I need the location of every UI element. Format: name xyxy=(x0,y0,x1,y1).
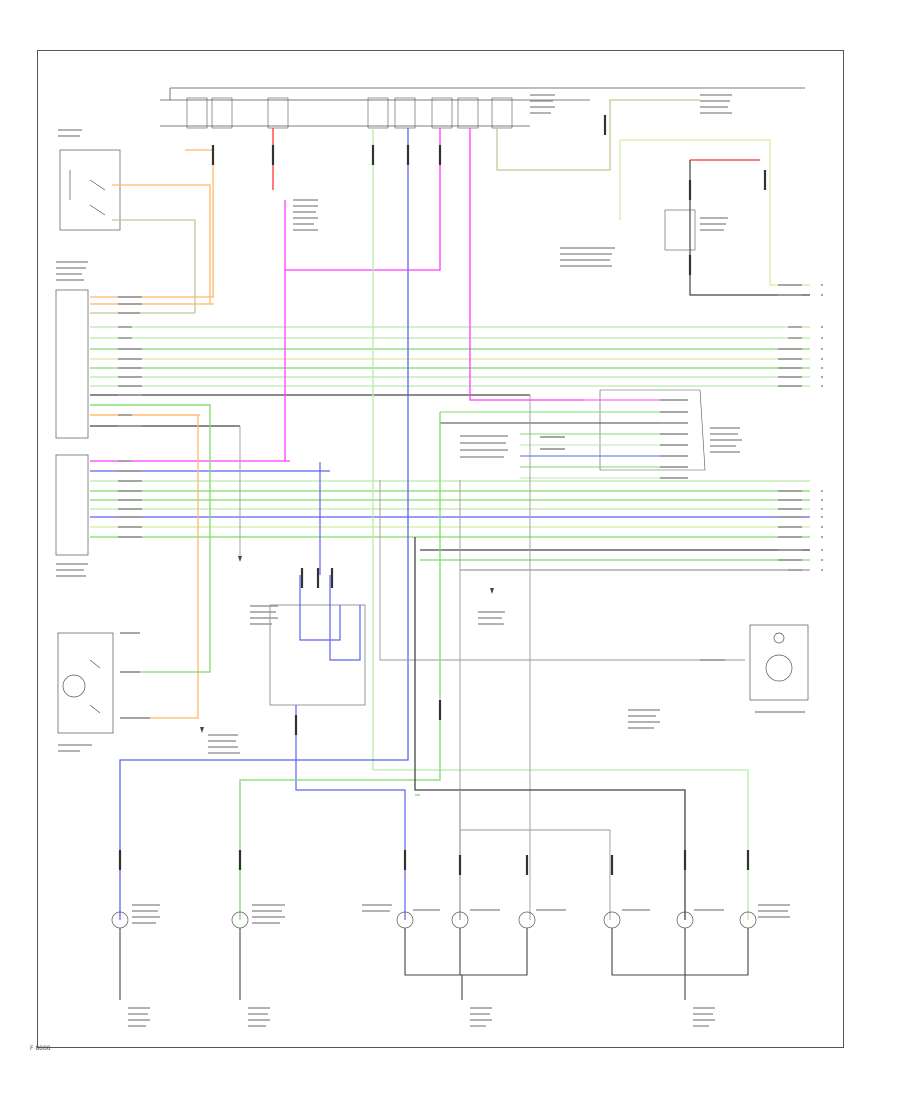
hazard-switch xyxy=(57,632,114,734)
diagram-footer-code: F 8888 xyxy=(30,1045,51,1052)
connector-pins xyxy=(118,115,767,875)
trailer-connector xyxy=(440,389,706,479)
right-pin-markers xyxy=(821,284,823,571)
lamp-feed-wires xyxy=(239,412,686,920)
lamp-row xyxy=(111,911,757,929)
wire-code-labels xyxy=(118,284,802,719)
fuse-block xyxy=(186,97,513,129)
diagram-frame xyxy=(37,50,844,1048)
turn-flasher xyxy=(269,462,406,920)
license-lamp xyxy=(749,624,809,701)
label-blocks xyxy=(56,94,805,1027)
power-bus xyxy=(160,87,805,127)
gray-wires xyxy=(239,395,745,920)
harness-lines-upper xyxy=(90,296,810,427)
combination-switch xyxy=(55,289,89,556)
ground-leads xyxy=(119,928,749,1000)
arrow-markers xyxy=(200,556,494,733)
vertical-wires xyxy=(90,99,749,920)
left-switch-top xyxy=(59,149,121,231)
